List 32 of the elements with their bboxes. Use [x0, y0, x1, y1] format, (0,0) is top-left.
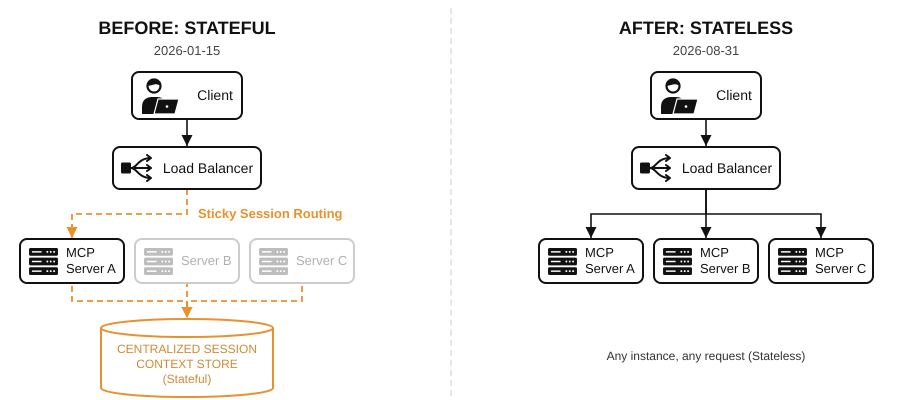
- node-label: MCP Server C: [815, 245, 868, 277]
- node-label: Load Balancer: [162, 158, 254, 178]
- date-text: 2026-08-31: [672, 42, 740, 60]
- node-label: Client: [197, 86, 233, 105]
- connector-arrow: [705, 190, 826, 238]
- node-label: Client: [716, 86, 752, 105]
- node-label: Server C: [296, 253, 348, 269]
- node-label: Load Balancer: [682, 158, 772, 178]
- node-label: Server B: [181, 253, 233, 269]
- server-box: [249, 238, 355, 284]
- caption-text: Any instance, any request (Stateless): [606, 348, 806, 365]
- server-box: [134, 238, 240, 284]
- client-box: [131, 71, 243, 120]
- server-box: [653, 238, 759, 284]
- date-text: 2026-01-15: [154, 42, 220, 60]
- connector-arrow: [700, 120, 712, 146]
- node-label: MCP Server A: [585, 245, 636, 277]
- store-title: CENTRALIZED SESSION CONTEXT STORE: [116, 342, 258, 372]
- server-box: [19, 238, 125, 284]
- panel-title: AFTER: STATELESS: [618, 17, 794, 40]
- load-balancer-box: [631, 146, 781, 190]
- connector-arrow: [66, 190, 188, 238]
- connector-arrow: [182, 120, 192, 146]
- client-box: [650, 71, 762, 120]
- node-label: MCP Server A: [66, 245, 117, 277]
- panel-title: BEFORE: STATEFUL: [98, 17, 276, 40]
- node-label: MCP Server B: [700, 245, 752, 277]
- store-subtitle: (Stateful): [162, 372, 212, 387]
- server-box: [538, 238, 644, 284]
- load-balancer-box: [112, 146, 262, 190]
- server-box: [768, 238, 874, 284]
- connector-arrow: [182, 284, 303, 318]
